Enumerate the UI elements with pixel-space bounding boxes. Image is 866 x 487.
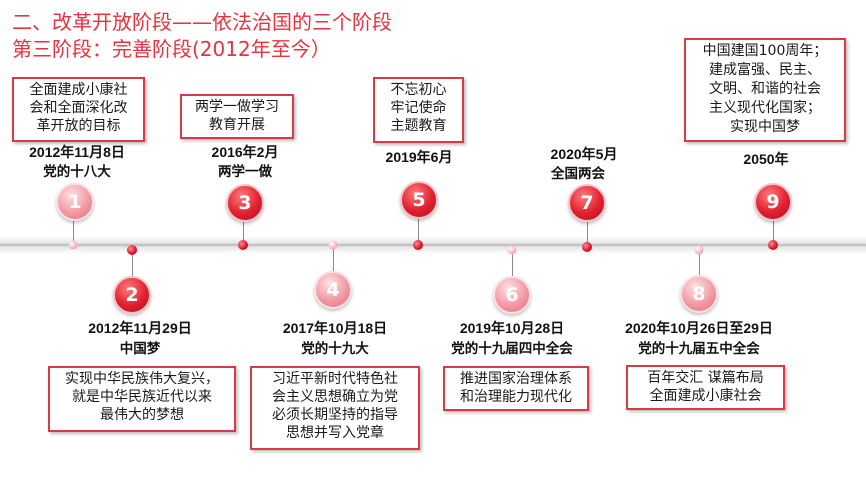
milestone-6-note: 推进国家治理体系 和治理能力现代化 [443, 366, 589, 411]
note-line: 不忘初心 [390, 82, 447, 98]
timeline-dot-9 [768, 240, 778, 250]
milestone-2-note: 实现中华民族伟大复兴， 就是中华民族近代以来 最伟大的梦想 [48, 366, 236, 432]
note-line: 习近平新时代特色社 [272, 371, 398, 387]
note-line: 就是中华民族近代以来 [72, 389, 212, 405]
note-line: 会和全面深化改 [29, 100, 128, 116]
milestone-4-badge: 4 [314, 271, 352, 309]
note-line: 最伟大的梦想 [100, 407, 184, 423]
milestone-9-note: 中国建国100周年； 建成富强、民主、 文明、和谐的社会 主义现代化国家； 实现… [684, 38, 846, 142]
connector-line [243, 218, 244, 245]
connector-line [333, 245, 334, 273]
connector-line [73, 218, 74, 245]
milestone-2-badge: 2 [113, 276, 151, 314]
note-line: 全面建成小康社会 [649, 388, 762, 404]
connector-line [418, 218, 419, 245]
milestone-7-badge: 7 [568, 184, 606, 222]
note-line: 百年交汇 谋篇布局 [647, 370, 764, 386]
milestone-1-note: 全面建成小康社 会和全面深化改 革开放的目标 [12, 77, 145, 142]
milestone-8-note: 百年交汇 谋篇布局 全面建成小康社会 [626, 365, 785, 410]
milestone-5-date: 2019年6月 [385, 149, 453, 165]
milestone-1-event: 党的十八大 [43, 164, 111, 180]
milestone-8-event: 党的十九届五中全会 [638, 341, 760, 357]
note-line: 教育开展 [209, 117, 265, 133]
milestone-3-event: 两学一做 [218, 164, 272, 180]
milestone-3-note: 两学一做学习 教育开展 [180, 94, 294, 139]
timeline-dot-6 [507, 245, 517, 255]
slide-subtitle: 第三阶段：完善阶段(2012年至今） [12, 37, 331, 61]
note-line: 建成富强、民主、 [709, 62, 821, 78]
milestone-9-badge: 9 [754, 183, 792, 221]
timeline-dot-1 [68, 240, 78, 250]
milestone-7-date: 2020年5月 [550, 146, 618, 162]
milestone-8-date: 2020年10月26日至29日 [625, 320, 773, 336]
note-line: 会主义思想确立为党 [272, 389, 398, 405]
milestone-6-date: 2019年10月28日 [459, 320, 565, 336]
milestone-1-date: 2012年11月8日 [29, 144, 125, 160]
connector-line [773, 218, 774, 245]
note-line: 实现中国梦 [730, 119, 800, 135]
milestone-6-event: 党的十九届四中全会 [451, 341, 573, 357]
connector-line [587, 218, 588, 247]
milestone-1-badge: 1 [56, 183, 94, 221]
milestone-6-badge: 6 [493, 276, 531, 314]
timeline-axis [0, 244, 866, 246]
connector-line [512, 250, 513, 278]
milestone-3-badge: 3 [226, 184, 264, 222]
note-line: 革开放的目标 [36, 118, 121, 134]
milestone-9-date: 2050年 [743, 151, 789, 167]
timeline-dot-2 [127, 245, 137, 255]
note-line: 牢记使命 [390, 100, 447, 116]
note-line: 主义现代化国家； [709, 100, 821, 116]
note-line: 两学一做学习 [195, 99, 279, 115]
note-line: 推进国家治理体系 [460, 371, 572, 387]
milestone-7-event: 全国两会 [551, 166, 605, 182]
milestone-2-date: 2012年11月29日 [88, 320, 192, 336]
milestone-3-date: 2016年2月 [211, 144, 279, 160]
milestone-4-event: 党的十九大 [301, 341, 369, 357]
milestone-4-note: 习近平新时代特色社 会主义思想确立为党 必须长期坚持的指导 思想并写入党章 [250, 366, 420, 450]
note-line: 主题教育 [390, 118, 447, 134]
connector-line [699, 250, 700, 278]
note-line: 必须长期坚持的指导 [272, 407, 398, 423]
milestone-5-note: 不忘初心 牢记使命 主题教育 [373, 77, 464, 143]
timeline-dot-3 [238, 240, 248, 250]
timeline-dot-5 [413, 240, 423, 250]
note-line: 思想并写入党章 [286, 425, 384, 441]
milestone-8-badge: 8 [680, 275, 718, 313]
note-line: 中国建国100周年； [702, 43, 828, 59]
note-line: 和治理能力现代化 [460, 389, 572, 405]
note-line: 实现中华民族伟大复兴， [65, 371, 219, 387]
timeline-dot-7 [582, 242, 592, 252]
milestone-5-badge: 5 [400, 181, 438, 219]
timeline-dot-4 [328, 240, 338, 250]
timeline-dot-8 [694, 245, 704, 255]
note-line: 全面建成小康社 [29, 82, 128, 98]
connector-line [132, 250, 133, 278]
milestone-4-date: 2017年10月18日 [282, 320, 388, 336]
slide-title: 二、改革开放阶段——依法治国的三个阶段 [12, 10, 392, 34]
milestone-2-event: 中国梦 [119, 341, 161, 357]
note-line: 文明、和谐的社会 [709, 81, 821, 97]
